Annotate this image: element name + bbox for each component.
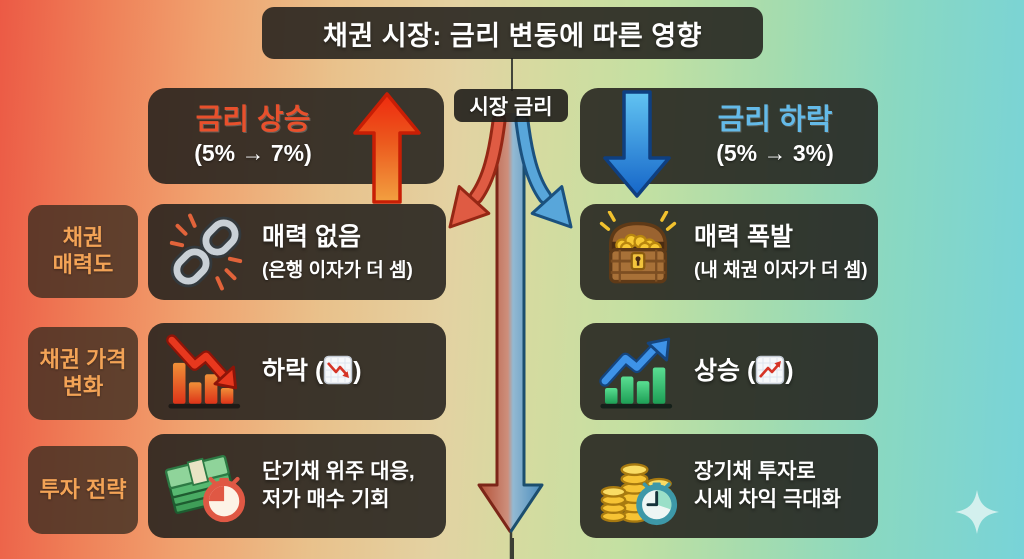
center-divider-bottom	[512, 538, 514, 559]
row-label-strategy: 투자 전략	[28, 446, 138, 534]
cell-line2: 저가 매수 기회	[262, 488, 390, 511]
broken-chain-icon	[164, 210, 248, 294]
chart-up-icon	[596, 330, 680, 414]
cell-title: 매력 폭발	[694, 222, 793, 251]
rate-fall-title: 금리 하락	[717, 104, 833, 137]
cell-subtitle: (내 채권 이자가 더 셈)	[694, 260, 868, 282]
cell-rise-strategy: 단기채 위주 대응, 저가 매수 기회	[148, 434, 446, 538]
cell-fall-attractiveness: 매력 폭발 (내 채권 이자가 더 셈)	[580, 204, 878, 300]
rate-rise-title: 금리 상승	[195, 104, 311, 137]
cell-label-suffix: )	[353, 357, 362, 386]
coins-timer-icon	[596, 444, 680, 528]
blue-down-arrow-icon	[603, 90, 671, 198]
red-up-arrow-icon	[353, 92, 421, 204]
chart-increasing-emoji-icon	[756, 356, 785, 385]
cell-fall-price: 상승 ()	[580, 323, 878, 420]
row-label-attractiveness: 채권 매력도	[28, 205, 138, 298]
page-title: 채권 시장: 금리 변동에 따른 영향	[262, 7, 763, 59]
money-timer-icon	[164, 444, 248, 528]
chart-down-icon	[164, 330, 248, 414]
market-rate-label: 시장 금리	[454, 89, 568, 122]
treasure-chest-icon	[596, 210, 680, 294]
rate-rise-header: 금리 상승 (5% → 7%)	[148, 88, 444, 204]
cell-rise-attractiveness: 매력 없음 (은행 이자가 더 셈)	[148, 204, 446, 300]
cell-label-suffix: )	[785, 357, 794, 386]
cell-label-prefix: 하락 (	[262, 357, 324, 386]
cell-fall-strategy: 장기채 투자로 시세 차익 극대화	[580, 434, 878, 538]
market-rate-split-arrow-icon	[448, 113, 573, 559]
cell-rise-price: 하락 ()	[148, 323, 446, 420]
cell-title: 매력 없음	[262, 222, 361, 251]
cell-line1: 장기채 투자로	[694, 459, 816, 483]
cell-line1: 단기채 위주 대응,	[262, 459, 415, 483]
rate-fall-range: (5% → 3%)	[716, 139, 834, 166]
rate-fall-header: 금리 하락 (5% → 3%)	[580, 88, 878, 198]
cell-line2: 시세 차익 극대화	[694, 488, 841, 511]
cell-subtitle: (은행 이자가 더 셈)	[262, 260, 413, 282]
row-label-price-change: 채권 가격 변화	[28, 327, 138, 420]
center-divider-top	[511, 58, 513, 91]
cell-label-prefix: 상승 (	[694, 357, 756, 386]
rate-rise-range: (5% → 7%)	[194, 139, 312, 166]
chart-decreasing-emoji-icon	[324, 356, 353, 385]
sparkle-icon	[955, 490, 999, 534]
